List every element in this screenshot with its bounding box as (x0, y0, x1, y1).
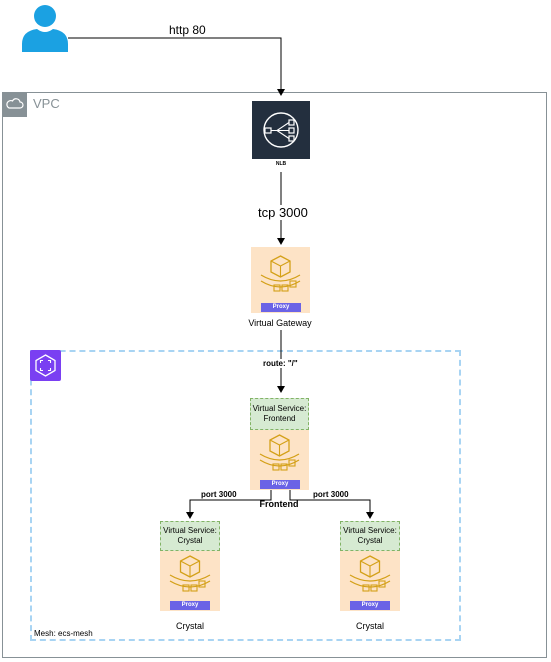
edge-frontend-to-crystal-left (186, 485, 272, 519)
container-cluster-icon (259, 434, 300, 471)
frontend-proxy-tag: Proxy (260, 480, 300, 489)
nlb-node (252, 101, 310, 159)
gateway-node (251, 247, 310, 313)
crystal-right-vs-line1: Virtual Service: (343, 526, 397, 535)
vpc-cloud-icon (2, 92, 27, 117)
crystal-left-proxy-tag: Proxy (170, 601, 210, 610)
edge-label-http: http 80 (169, 23, 206, 37)
edge-label-route: route: "/" (263, 359, 298, 368)
container-cluster-icon (349, 555, 391, 592)
gateway-caption: Virtual Gateway (248, 318, 312, 328)
mesh-label: Mesh: ecs-mesh (34, 629, 93, 638)
frontend-virtual-service: Virtual Service: Frontend (250, 398, 309, 430)
nlb-caption: NLB (275, 161, 287, 167)
crystal-right-caption: Crystal (355, 621, 384, 631)
mesh-group (30, 350, 461, 641)
crystal-right-virtual-service: Virtual Service: Crystal (340, 521, 400, 551)
edge-label-port-left: port 3000 (201, 490, 237, 499)
container-cluster-icon (260, 255, 301, 292)
crystal-right-proxy-tag: Proxy (350, 601, 390, 610)
crystal-left-virtual-service: Virtual Service: Crystal (160, 521, 220, 551)
crystal-left-vs-line1: Virtual Service: (163, 526, 217, 535)
crystal-left-caption: Crystal (175, 621, 204, 631)
load-balancer-icon (263, 112, 299, 148)
user-icon (20, 2, 70, 52)
frontend-vs-line2: Frontend (263, 414, 296, 423)
frontend-caption: Frontend (259, 499, 299, 509)
container-cluster-icon (169, 555, 211, 592)
frontend-vs-line1: Virtual Service: (252, 404, 307, 413)
crystal-left-vs-line2: Crystal (177, 536, 203, 545)
vpc-group (2, 92, 547, 658)
gateway-proxy-tag: Proxy (261, 303, 301, 312)
crystal-right-vs-line2: Crystal (357, 536, 383, 545)
edge-label-tcp: tcp 3000 (258, 205, 308, 220)
app-mesh-icon (30, 350, 61, 381)
edge-user-to-nlb (68, 37, 285, 96)
vpc-title: VPC (33, 96, 60, 111)
edge-frontend-to-crystal-right (289, 485, 374, 519)
edge-label-port-right: port 3000 (313, 490, 349, 499)
